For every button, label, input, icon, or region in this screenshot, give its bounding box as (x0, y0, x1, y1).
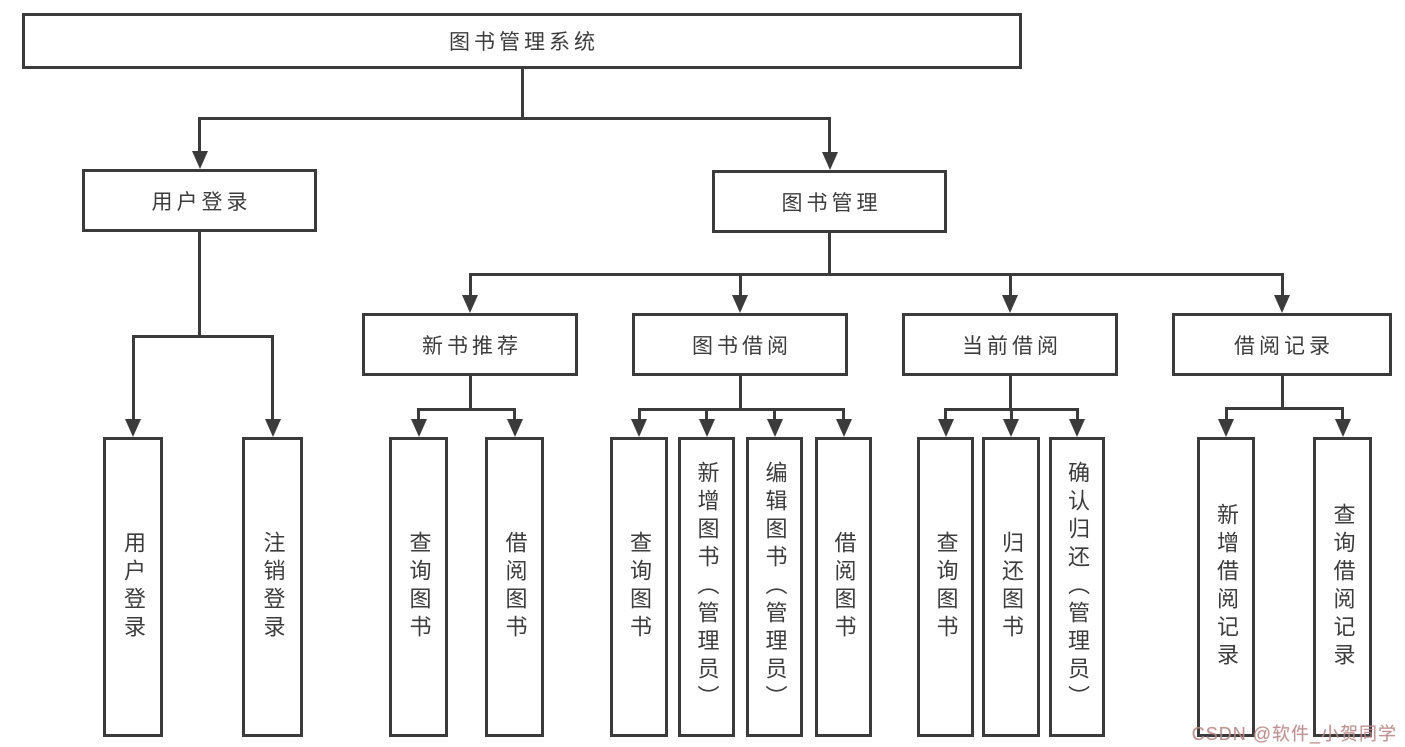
node-label: 借阅记录 (1234, 334, 1334, 358)
node-label: 查询图书 (406, 531, 432, 643)
node-leaf-logout: 注销登录 (242, 437, 303, 737)
connector-line (198, 232, 201, 338)
connector-line (637, 408, 641, 425)
arrow-down-icon (506, 419, 523, 437)
node-leaf-query-record: 查询借阅记录 (1313, 437, 1372, 737)
node-leaf-borrow-book-1: 借阅图书 (485, 437, 544, 737)
node-label: 用户登录 (121, 531, 146, 643)
node-label: 新增借阅记录 (1214, 503, 1239, 671)
node-leaf-return-book: 归还图书 (982, 437, 1040, 737)
node-label: 图书借阅 (692, 334, 792, 358)
arrow-down-icon (125, 419, 141, 437)
node-label: 新书推荐 (422, 334, 522, 358)
node-leaf-query-book-3: 查询图书 (917, 437, 974, 737)
arrow-down-icon (732, 295, 748, 313)
arrow-down-icon (462, 295, 478, 313)
node-label: 用户登录 (151, 190, 252, 214)
node-label: 当前借阅 (962, 334, 1062, 358)
arrow-down-icon (1069, 419, 1085, 437)
connector-line (131, 335, 135, 425)
arrow-down-icon (1334, 419, 1351, 437)
node-user-login: 用户登录 (82, 169, 317, 232)
arrow-down-icon (821, 152, 838, 170)
node-label: 图书管理系统 (449, 31, 599, 54)
connector-line (468, 273, 1284, 276)
node-label: 编辑图书（管理员） (762, 461, 788, 713)
connector-line (1009, 408, 1013, 425)
connector-line (842, 408, 845, 425)
connector-line (944, 408, 947, 425)
connector-line (828, 233, 831, 276)
node-label: 确认归还（管理员） (1065, 461, 1090, 713)
connector-line (468, 273, 472, 301)
connector-line (198, 117, 201, 157)
node-leaf-edit-book: 编辑图书（管理员） (746, 437, 803, 737)
connector-line (738, 376, 742, 411)
connector-line (131, 335, 274, 338)
node-label: 查询借阅记录 (1330, 503, 1356, 671)
connector-line (738, 273, 742, 301)
node-new-book-rec: 新书推荐 (362, 313, 578, 376)
arrow-down-icon (631, 419, 647, 437)
connector-line (1224, 407, 1344, 410)
arrow-down-icon (1218, 419, 1234, 437)
node-system: 图书管理系统 (22, 13, 1022, 69)
node-book-borrow: 图书借阅 (632, 313, 848, 376)
connector-line (417, 408, 516, 411)
arrow-down-icon (835, 419, 852, 437)
node-leaf-query-book-2: 查询图书 (610, 437, 668, 737)
arrow-down-icon (766, 419, 783, 437)
connector-line (1280, 273, 1284, 301)
node-label: 图书管理 (781, 191, 882, 215)
node-label: 借阅图书 (502, 531, 528, 643)
node-leaf-query-book-1: 查询图书 (389, 437, 448, 737)
watermark: CSDN @软件_小贺同学 (1191, 724, 1397, 744)
node-book-mgmt: 图书管理 (712, 170, 947, 233)
node-label: 归还图书 (999, 531, 1024, 643)
node-leaf-add-book: 新增图书（管理员） (678, 437, 735, 737)
node-label: 新增图书（管理员） (694, 461, 720, 713)
connector-line (513, 408, 516, 425)
connector-line (773, 408, 776, 425)
arrow-down-icon (1274, 295, 1290, 313)
connector-line (705, 408, 708, 425)
arrow-down-icon (1003, 419, 1019, 437)
node-label: 查询图书 (627, 531, 652, 643)
arrow-down-icon (698, 419, 715, 437)
arrow-down-icon (937, 419, 954, 437)
connector-line (1008, 376, 1012, 411)
connector-line (1280, 376, 1284, 410)
node-leaf-borrow-book-2: 借阅图书 (815, 437, 872, 737)
connector-line (271, 335, 274, 425)
node-label: 查询图书 (933, 531, 959, 643)
connector-line (1075, 408, 1079, 425)
node-leaf-add-record: 新增借阅记录 (1197, 437, 1255, 737)
connector-line (520, 69, 524, 120)
node-current-borrow: 当前借阅 (902, 313, 1118, 376)
node-label: 借阅图书 (831, 531, 857, 643)
node-leaf-confirm-return: 确认归还（管理员） (1049, 437, 1105, 737)
node-leaf-user-login: 用户登录 (103, 437, 163, 737)
connector-line (828, 117, 831, 158)
connector-line (417, 408, 420, 425)
connector-line (198, 117, 831, 120)
arrow-down-icon (191, 151, 208, 169)
connector-line (1008, 273, 1012, 301)
connector-line (637, 408, 845, 411)
connector-line (468, 376, 472, 411)
node-label: 注销登录 (260, 531, 286, 643)
connector-line (1224, 407, 1228, 425)
arrow-down-icon (264, 419, 281, 437)
node-borrow-record: 借阅记录 (1172, 313, 1392, 376)
connector-line (1341, 407, 1344, 425)
arrow-down-icon (410, 419, 427, 437)
arrow-down-icon (1002, 295, 1018, 313)
